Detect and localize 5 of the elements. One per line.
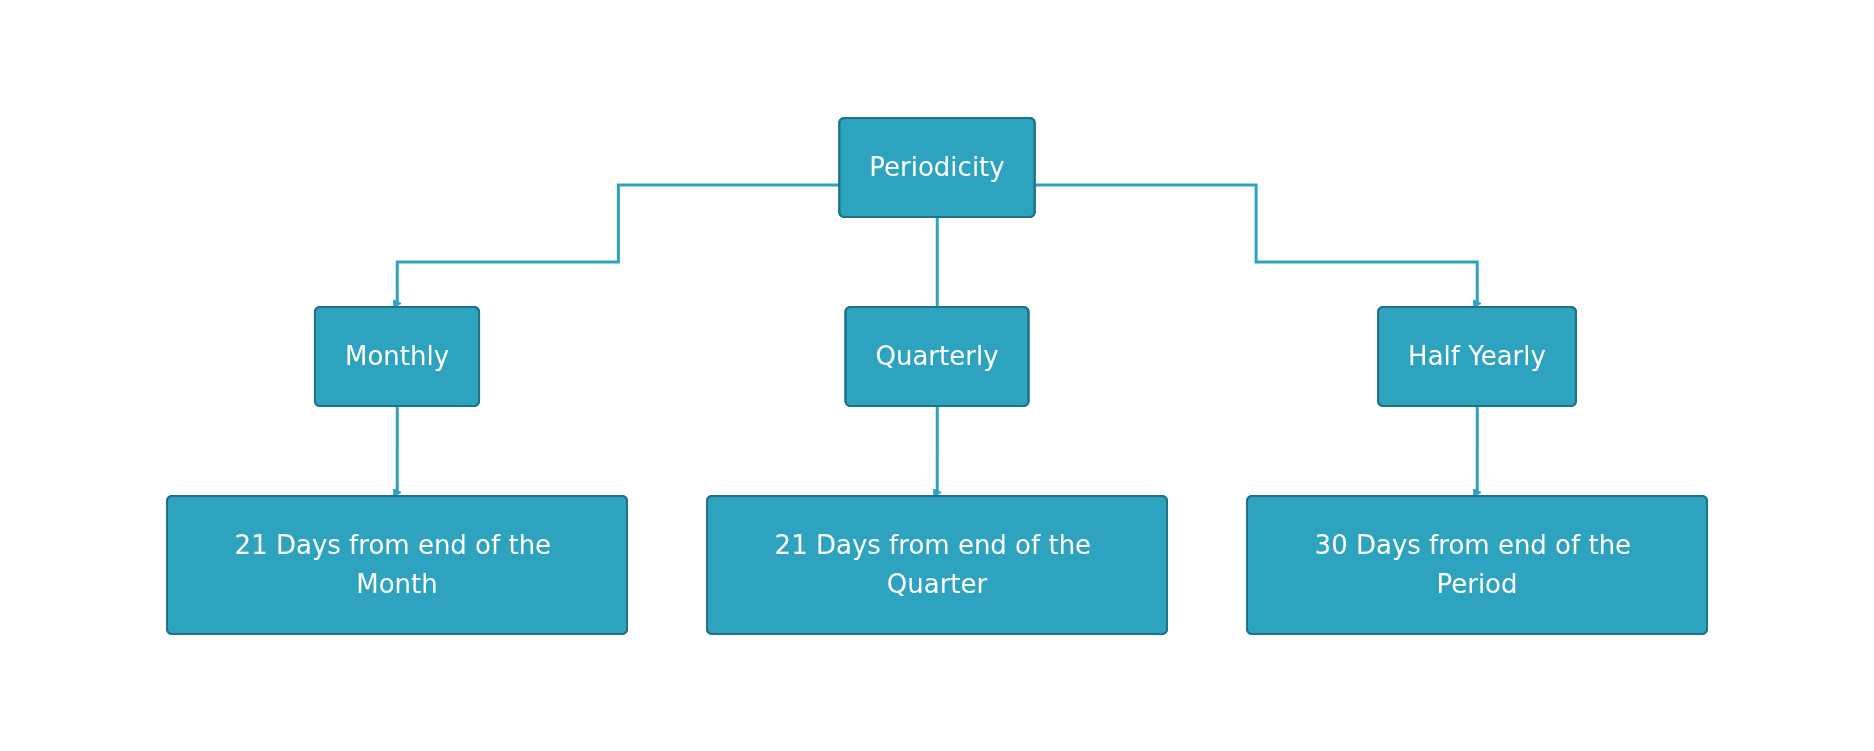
arrow xyxy=(393,404,402,497)
arrow xyxy=(393,183,840,308)
arrow xyxy=(1035,183,1482,308)
arrow xyxy=(933,404,942,497)
arrow xyxy=(1473,404,1482,497)
